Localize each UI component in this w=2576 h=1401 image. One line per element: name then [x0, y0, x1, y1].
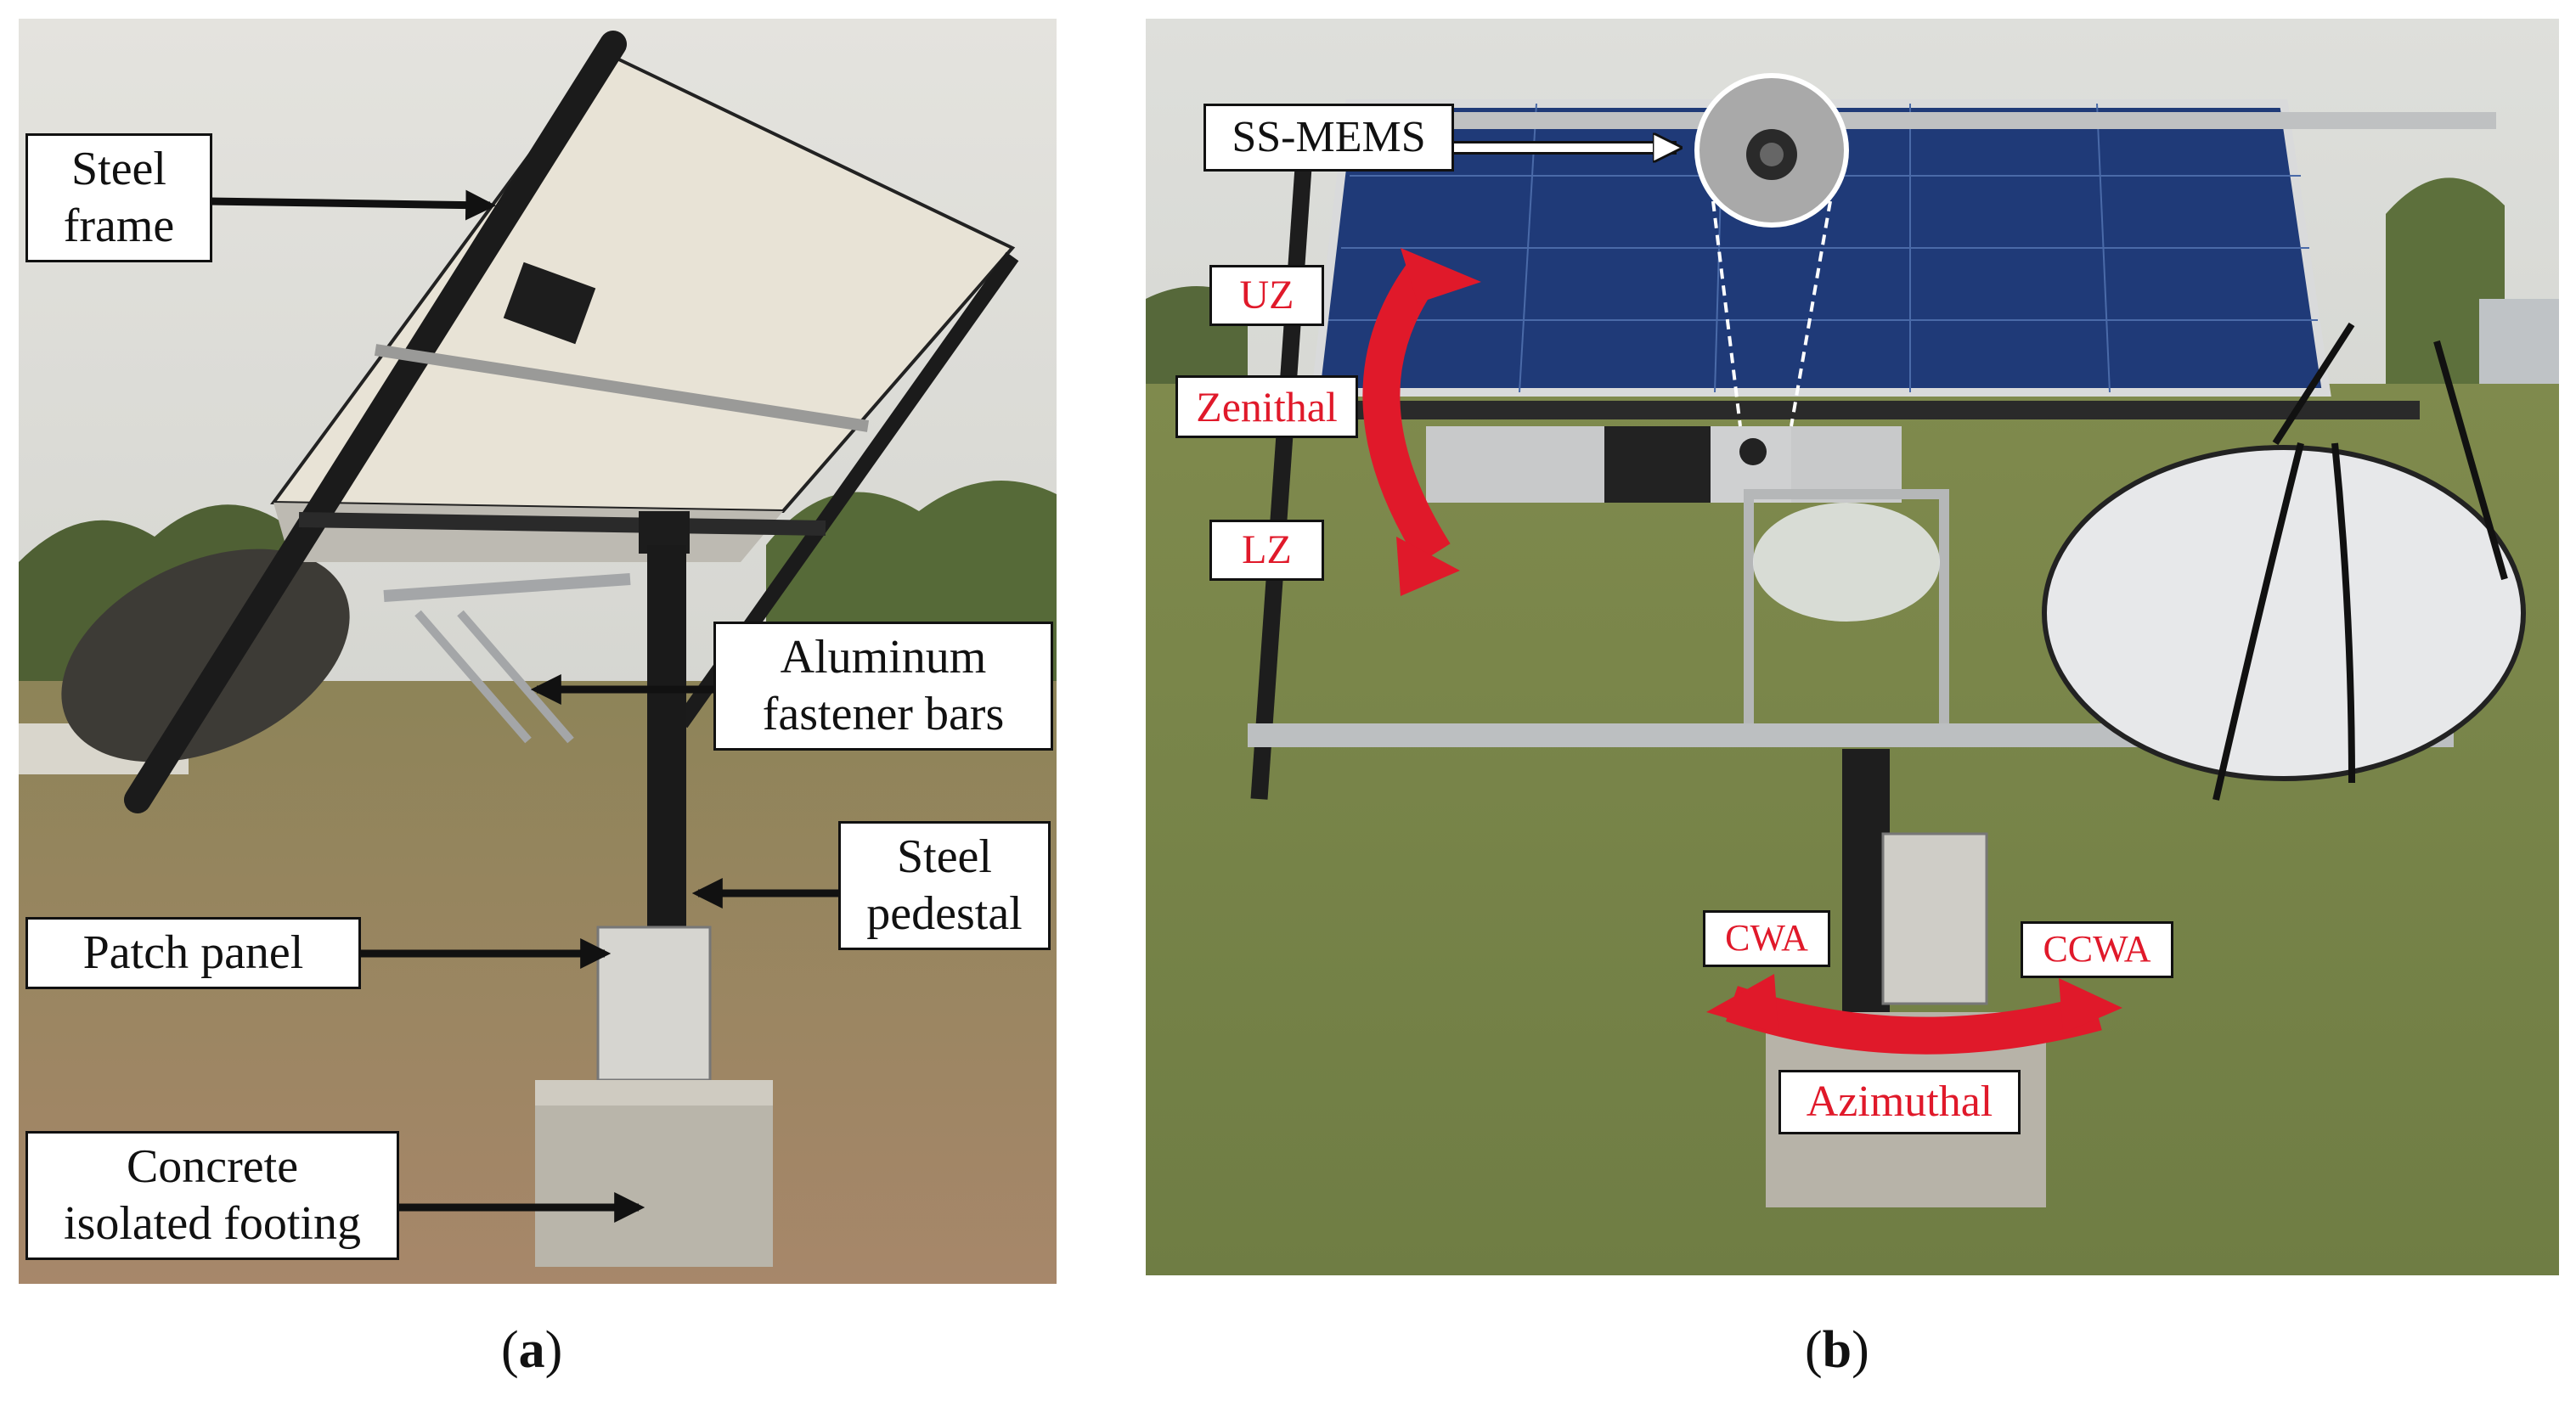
- patch-panel-label-text: Patch panel: [82, 926, 304, 979]
- ccwa-label: CCWA: [2021, 921, 2173, 978]
- caption-b: (b): [1805, 1321, 1869, 1379]
- photo-panel-a: Steel frame Aluminum fastener bars Steel…: [19, 19, 1057, 1284]
- photo-panel-b: SS-MEMS UZ Zenithal LZ CWA CCWA Azimutha…: [1146, 19, 2559, 1275]
- pedestal-label-line1: Steel: [897, 830, 992, 883]
- zenithal-label: Zenithal: [1175, 375, 1358, 438]
- caption-a: (a): [501, 1321, 563, 1379]
- azimuthal-label: Azimuthal: [1778, 1070, 2021, 1135]
- steel-frame-label-line2: frame: [63, 200, 175, 253]
- zenithal-label-text: Zenithal: [1196, 383, 1338, 430]
- tracker-side-photo: [19, 19, 1057, 1284]
- aluminum-label-line2: fastener bars: [762, 688, 1005, 741]
- uz-label-text: UZ: [1239, 273, 1294, 318]
- ss-mems-label: SS-MEMS: [1203, 104, 1454, 172]
- pedestal-label: Steel pedestal: [838, 821, 1051, 951]
- footing-label: Concrete isolated footing: [25, 1131, 399, 1261]
- cwa-label: CWA: [1703, 910, 1830, 967]
- caption-b-letter: b: [1822, 1321, 1852, 1379]
- lz-label: LZ: [1209, 520, 1324, 581]
- azimuthal-label-text: Azimuthal: [1806, 1077, 1993, 1126]
- steel-frame-label-line1: Steel: [71, 143, 166, 195]
- aluminum-label: Aluminum fastener bars: [713, 622, 1053, 751]
- pedestal-label-line2: pedestal: [866, 887, 1023, 941]
- ccwa-label-text: CCWA: [2043, 928, 2151, 970]
- steel-frame-label: Steel frame: [25, 133, 212, 263]
- footing-label-line1: Concrete: [126, 1140, 299, 1193]
- lz-label-text: LZ: [1242, 527, 1292, 572]
- cwa-label-text: CWA: [1725, 917, 1808, 959]
- uz-label: UZ: [1209, 265, 1324, 326]
- patch-panel-label: Patch panel: [25, 917, 361, 990]
- aluminum-label-line1: Aluminum: [780, 631, 987, 684]
- ss-mems-label-text: SS-MEMS: [1232, 113, 1426, 161]
- footing-label-line2: isolated footing: [64, 1197, 361, 1251]
- caption-a-letter: a: [518, 1321, 545, 1379]
